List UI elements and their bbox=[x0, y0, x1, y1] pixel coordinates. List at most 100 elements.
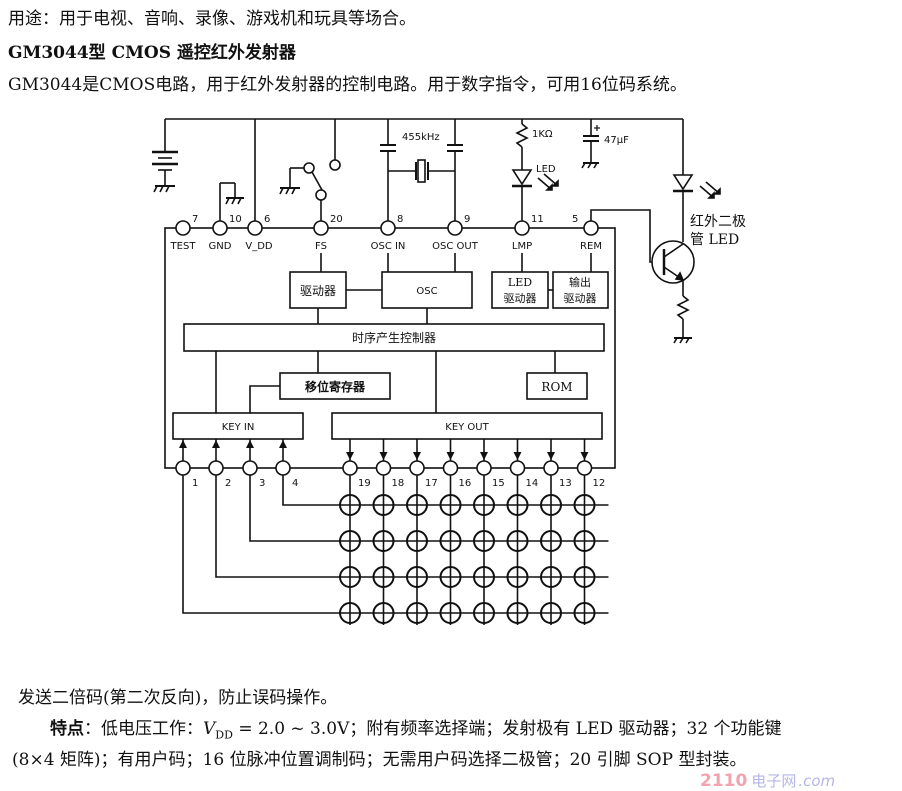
key-switch-icon bbox=[439, 530, 462, 552]
capacitor-icon bbox=[581, 119, 600, 169]
capacitor-label: 47μF bbox=[604, 135, 629, 146]
top-pins bbox=[175, 220, 599, 236]
arrow-down-icon bbox=[346, 452, 354, 460]
vdd-subscript: DD bbox=[215, 728, 233, 742]
arrow-down-icon bbox=[580, 452, 589, 460]
pin-label: GND bbox=[209, 241, 232, 252]
key-switch-icon bbox=[573, 602, 596, 624]
pin-10 bbox=[212, 220, 228, 236]
pin-7 bbox=[175, 220, 191, 236]
pin-number: 16 bbox=[459, 478, 472, 489]
arrow-up-icon bbox=[246, 440, 254, 448]
pin-6 bbox=[247, 220, 263, 236]
led-driver-label: LED bbox=[508, 276, 532, 289]
output-driver-label: 驱动器 bbox=[564, 292, 597, 305]
pin-number: 13 bbox=[559, 478, 572, 489]
key-switch-icon bbox=[573, 566, 596, 588]
shift-register-block bbox=[279, 372, 391, 400]
circuit-title: GM3044型 CMOS 遥控红外发射器 bbox=[8, 43, 296, 63]
key-switch-icon bbox=[473, 530, 495, 552]
key-switch-icon bbox=[339, 494, 361, 516]
key-switch-icon bbox=[506, 566, 529, 588]
key-in-label: KEY IN bbox=[222, 422, 255, 433]
rem-to-base-wire bbox=[590, 209, 652, 263]
crystal-label: 455kHz bbox=[402, 132, 440, 143]
key-out-pin bbox=[409, 460, 425, 476]
timing-controller-block bbox=[183, 323, 605, 352]
led-label: LED bbox=[536, 164, 556, 175]
key-switch-icon bbox=[339, 566, 361, 588]
key-out-label: KEY OUT bbox=[445, 422, 489, 433]
pin-8 bbox=[380, 220, 396, 236]
ir-led-label: 管 LED bbox=[690, 232, 739, 248]
key-switch-icon bbox=[439, 494, 462, 516]
pin-number: 4 bbox=[292, 478, 298, 489]
fs-switch-icon bbox=[279, 119, 341, 222]
key-switch-icon bbox=[339, 530, 361, 552]
key-out-pin bbox=[342, 460, 358, 476]
key-switch-icon bbox=[540, 566, 562, 588]
led-indicator-icon bbox=[511, 119, 559, 222]
pin-number: 1 bbox=[192, 478, 198, 489]
key-switch-icon bbox=[372, 530, 395, 552]
features-label: 特点 bbox=[50, 719, 84, 739]
key-switch-icon bbox=[372, 494, 395, 516]
pin-number: 14 bbox=[526, 478, 539, 489]
watermark-domain: .com bbox=[798, 772, 836, 790]
circuit-description: GM3044是CMOS电路，用于红外发射器的控制电路。用于数字指令，可用16位码… bbox=[8, 75, 687, 95]
key-out-pin bbox=[476, 460, 492, 476]
pin-label: LMP bbox=[512, 241, 532, 252]
arrow-up-icon bbox=[212, 440, 220, 448]
timing-controller-label: 时序产生控制器 bbox=[352, 330, 436, 345]
features-text: = 2.0 ~ 3.0V；附有频率选择端；发射极有 LED 驱动器；32 个功能… bbox=[232, 719, 782, 739]
key-switch-icon bbox=[473, 602, 495, 624]
footer-line-1: 发送二倍码(第二次反向)，防止误码操作。 bbox=[18, 688, 338, 708]
key-out-block bbox=[331, 412, 603, 440]
key-switch-icon bbox=[540, 602, 562, 624]
key-out-pin bbox=[509, 460, 526, 476]
driver-label: 驱动器 bbox=[300, 284, 336, 298]
key-switch-icon bbox=[372, 602, 395, 624]
watermark-number: 2110 bbox=[700, 771, 748, 791]
pin-11 bbox=[514, 220, 530, 236]
key-switch-icon bbox=[506, 602, 529, 624]
pin-label: V_DD bbox=[245, 241, 273, 252]
footer-line-3: (8×4 矩阵)；有用户码；16 位脉冲位置调制码；无需用户码选择二极管；20 … bbox=[12, 750, 747, 770]
key-switch-icon bbox=[406, 566, 428, 588]
key-switch-icon bbox=[406, 602, 428, 624]
matrix-row-wire bbox=[182, 475, 609, 614]
watermark-cn: 电子网 bbox=[751, 772, 797, 790]
pin-number: 2 bbox=[225, 478, 231, 489]
key-switch-icon bbox=[339, 602, 361, 624]
key-out-pin bbox=[576, 460, 593, 476]
key-out-pin bbox=[543, 460, 559, 476]
pin-label: TEST bbox=[170, 241, 197, 252]
pin-number: 10 bbox=[229, 214, 242, 225]
gnd-ground-icon bbox=[219, 182, 244, 228]
pin-number: 11 bbox=[531, 214, 544, 225]
crystal-oscillator-icon bbox=[380, 119, 463, 222]
pin-label: OSC IN bbox=[371, 241, 406, 252]
pin-5 bbox=[583, 220, 599, 236]
pin-number: 17 bbox=[425, 478, 438, 489]
resistor-label: 1KΩ bbox=[532, 129, 553, 140]
ir-led-icon bbox=[672, 174, 721, 242]
osc-block bbox=[381, 271, 473, 309]
key-in-pin bbox=[242, 460, 258, 476]
pin-label: REM bbox=[580, 241, 602, 252]
features-text: ：低电压工作： bbox=[84, 719, 203, 739]
pin-number: 3 bbox=[259, 478, 265, 489]
key-switch-icon bbox=[439, 566, 462, 588]
matrix-row-wire bbox=[215, 475, 609, 578]
arrow-down-icon bbox=[513, 452, 522, 460]
key-switch-icon bbox=[372, 566, 395, 588]
circuit-diagram: 7 10 6 20 8 9 11 5 TEST GND V_DD FS OSC … bbox=[152, 118, 746, 625]
output-driver-label: 输出 bbox=[569, 275, 591, 289]
pin-number: 20 bbox=[330, 214, 343, 225]
key-switch-icon bbox=[473, 494, 495, 516]
pin-number: 5 bbox=[572, 214, 578, 225]
pin-number: 7 bbox=[192, 214, 198, 225]
osc-label: OSC bbox=[416, 286, 437, 297]
